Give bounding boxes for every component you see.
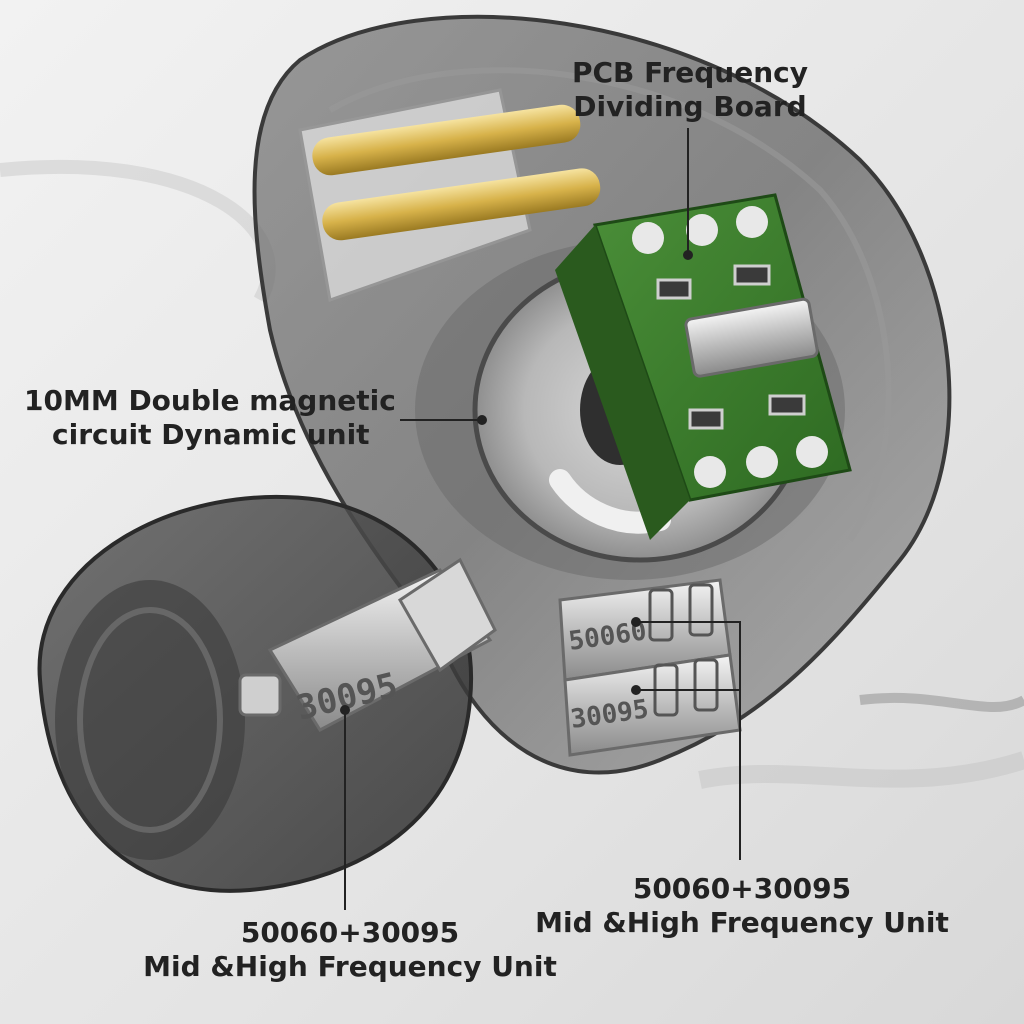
callout-ba-left: 50060+30095 Mid &High Frequency Unit	[130, 916, 570, 984]
callout-dynamic-line2: circuit Dynamic unit	[52, 418, 370, 451]
nozzle-bore	[55, 580, 245, 860]
leader-lines	[340, 128, 741, 910]
callout-ba-right-line1: 50060+30095	[632, 872, 852, 905]
callout-ba-right-line2: Mid &High Frequency Unit	[535, 906, 949, 939]
leader-ba-right	[636, 621, 741, 860]
two-pin-connector	[298, 88, 601, 302]
shell-inner-edge	[328, 67, 892, 542]
pcb-board	[555, 193, 852, 540]
callout-ba-right: 50060+30095 Mid &High Frequency Unit	[522, 872, 962, 940]
right-ba-stack	[558, 578, 742, 757]
callout-pcb-line2: Dividing Board	[573, 90, 807, 123]
left-ba-driver	[238, 557, 497, 732]
callout-dynamic-line1: 10MM Double magnetic	[24, 384, 396, 417]
nozzle-bore-inner	[77, 607, 223, 833]
callout-dynamic: 10MM Double magnetic circuit Dynamic uni…	[24, 384, 396, 452]
marble-vein	[859, 692, 1024, 712]
callout-ba-left-line2: Mid &High Frequency Unit	[143, 950, 557, 983]
callout-pcb-line1: PCB Frequency	[571, 56, 809, 89]
callout-pcb: PCB Frequency Dividing Board	[540, 56, 840, 124]
callout-ba-left-line1: 50060+30095	[240, 916, 460, 949]
